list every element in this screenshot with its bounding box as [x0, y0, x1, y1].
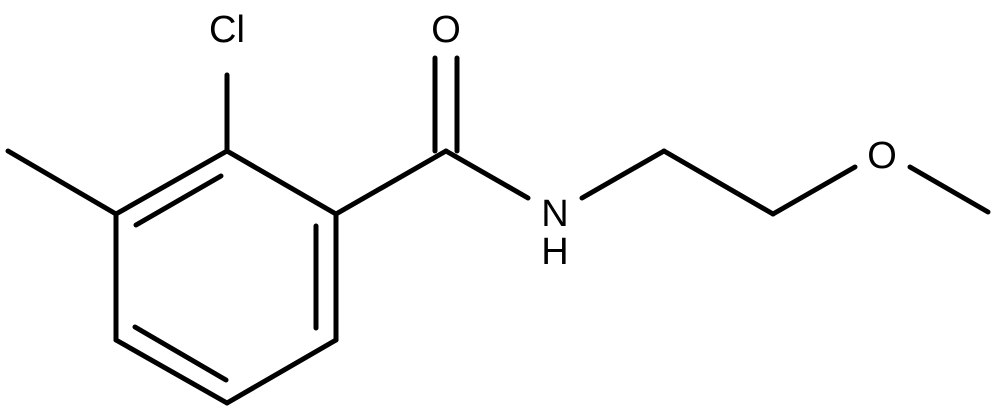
ring-bond-c1-c2 [113, 148, 230, 217]
bond-nitrogen-ch2 [579, 148, 667, 201]
ring-bond-c3-c4 [113, 337, 230, 406]
bond-ether-oxygen-methyl [907, 164, 991, 215]
bond-carbonyl-nitrogen [443, 148, 531, 201]
ring-bond-c4-c5 [224, 337, 339, 406]
amide-hydrogen-label: H [541, 231, 568, 273]
bond-ch2-ether-oxygen [770, 164, 858, 217]
bond-ring-methyl [5, 148, 119, 217]
ether-oxygen-label: O [867, 135, 897, 177]
ring-bond-c3-c4-inner [132, 324, 229, 383]
chlorine-label: Cl [209, 9, 245, 51]
bond-ring-carbonyl [333, 148, 449, 217]
carbonyl-oxygen-label: O [431, 9, 461, 51]
amide-nitrogen-label: N [541, 193, 568, 235]
ring-bond-c1-c2-inner [133, 173, 224, 228]
ring-bond-c6-c1 [224, 148, 339, 217]
bond-ch2-ch2 [661, 148, 776, 217]
benzene-ring [113, 148, 339, 406]
